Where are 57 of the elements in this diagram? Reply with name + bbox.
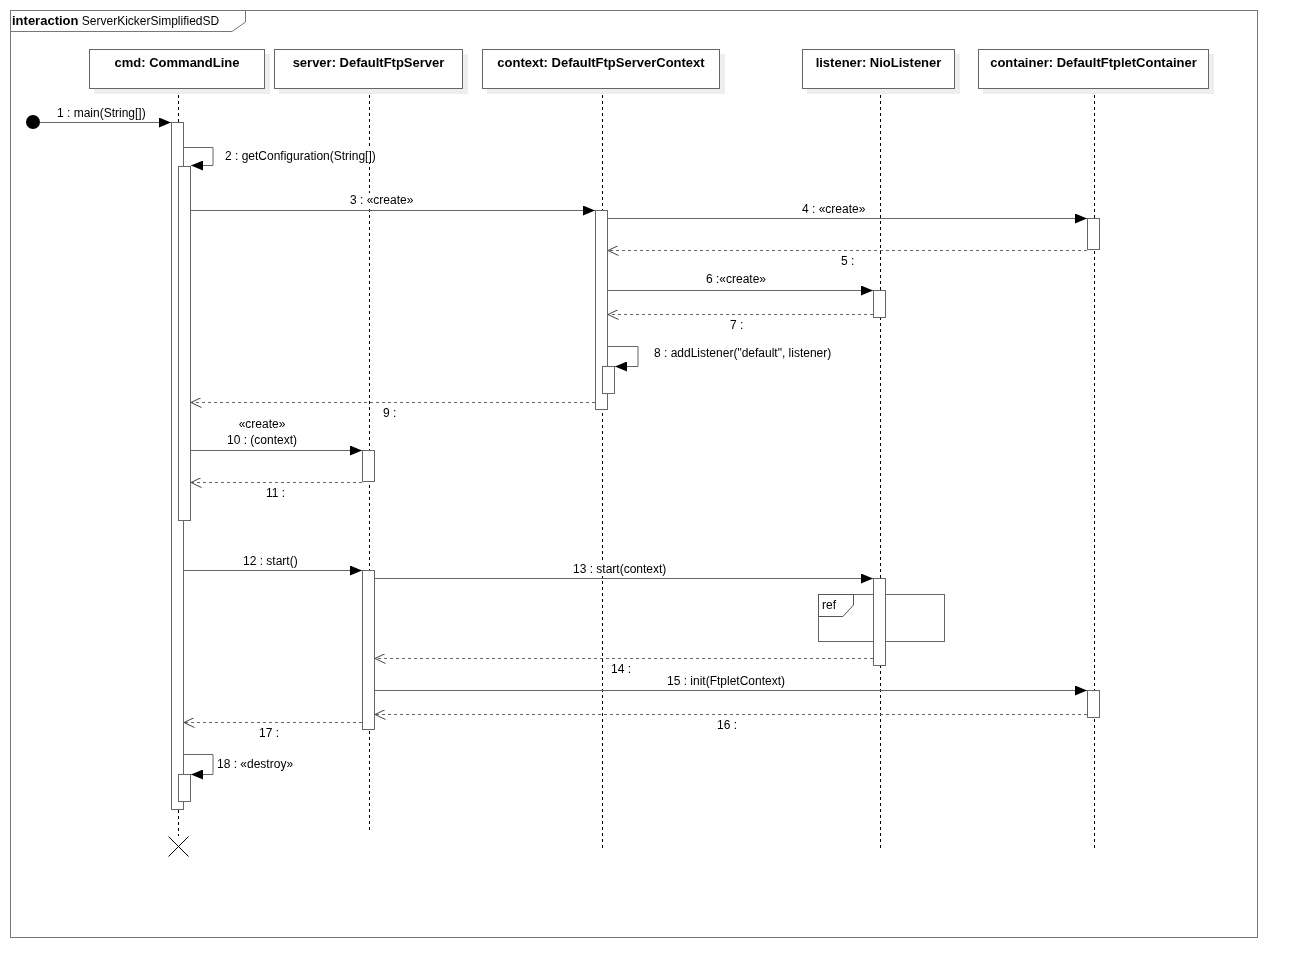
message-label: 7 : — [730, 318, 744, 332]
object-name: listener: NioListener — [815, 55, 942, 70]
message-label: 6 :«create» — [706, 272, 767, 286]
activation-bar — [178, 774, 191, 802]
message-label: 2 : getConfiguration(String[]) — [225, 149, 376, 163]
message-arrow — [607, 213, 1088, 224]
return-message-arrow — [374, 653, 874, 664]
self-message-arrow — [183, 754, 214, 780]
self-message-arrow — [607, 346, 639, 372]
message-label: 12 : start() — [243, 554, 298, 568]
destruction-mark — [168, 836, 189, 857]
message-label: 3 : «create» — [350, 193, 414, 207]
message-arrow — [190, 205, 596, 216]
message-label: 8 : addListener("default", listener) — [654, 346, 832, 360]
message-label: 14 : — [611, 662, 631, 676]
message-arrow — [39, 117, 172, 128]
activation-bar — [1087, 218, 1100, 250]
self-message-arrow — [183, 147, 214, 171]
message-label: 18 : «destroy» — [217, 757, 294, 771]
object-name: server: DefaultFtpServer — [292, 55, 445, 70]
message-label: 11 : — [266, 486, 286, 500]
message-arrow — [374, 685, 1088, 696]
ref-frame — [818, 594, 945, 642]
message-label: 1 : main(String[]) — [57, 106, 146, 120]
activation-bar — [362, 450, 375, 482]
return-message-arrow — [607, 309, 874, 320]
ref-label: ref — [818, 594, 854, 617]
activation-bar — [873, 290, 886, 318]
message-label: 16 : — [717, 718, 737, 732]
activation-bar — [602, 366, 615, 394]
return-message-arrow — [607, 245, 1088, 256]
activation-bar — [873, 578, 886, 666]
message-label: 13 : start(context) — [573, 562, 667, 576]
message-label: 17 : — [259, 726, 279, 740]
activation-bar — [1087, 690, 1100, 718]
frame-title: interaction ServerKickerSimplifiedSD — [10, 10, 246, 32]
object-name: cmd: CommandLine — [114, 55, 240, 70]
object-name: context: DefaultFtpServerContext — [497, 55, 705, 70]
initial-dot — [26, 115, 40, 129]
message-label: 4 : «create» — [802, 202, 866, 216]
message-arrow — [190, 445, 363, 456]
message-label: 9 : — [383, 406, 397, 420]
return-message-arrow — [183, 717, 363, 728]
message-arrow — [183, 565, 363, 576]
message-arrow — [374, 573, 874, 584]
message-arrow — [607, 285, 874, 296]
lifeline — [178, 809, 179, 837]
message-label: 5 : — [841, 254, 855, 268]
return-message-arrow — [374, 709, 1088, 720]
interaction-frame — [10, 10, 1258, 938]
activation-bar — [178, 166, 191, 521]
object-name: container: DefaultFtpletContainer — [990, 55, 1197, 70]
activation-bar — [595, 210, 608, 410]
message-label: 15 : init(FtpletContext) — [667, 674, 786, 688]
return-message-arrow — [190, 477, 363, 488]
return-message-arrow — [190, 397, 596, 408]
activation-bar — [362, 570, 375, 730]
